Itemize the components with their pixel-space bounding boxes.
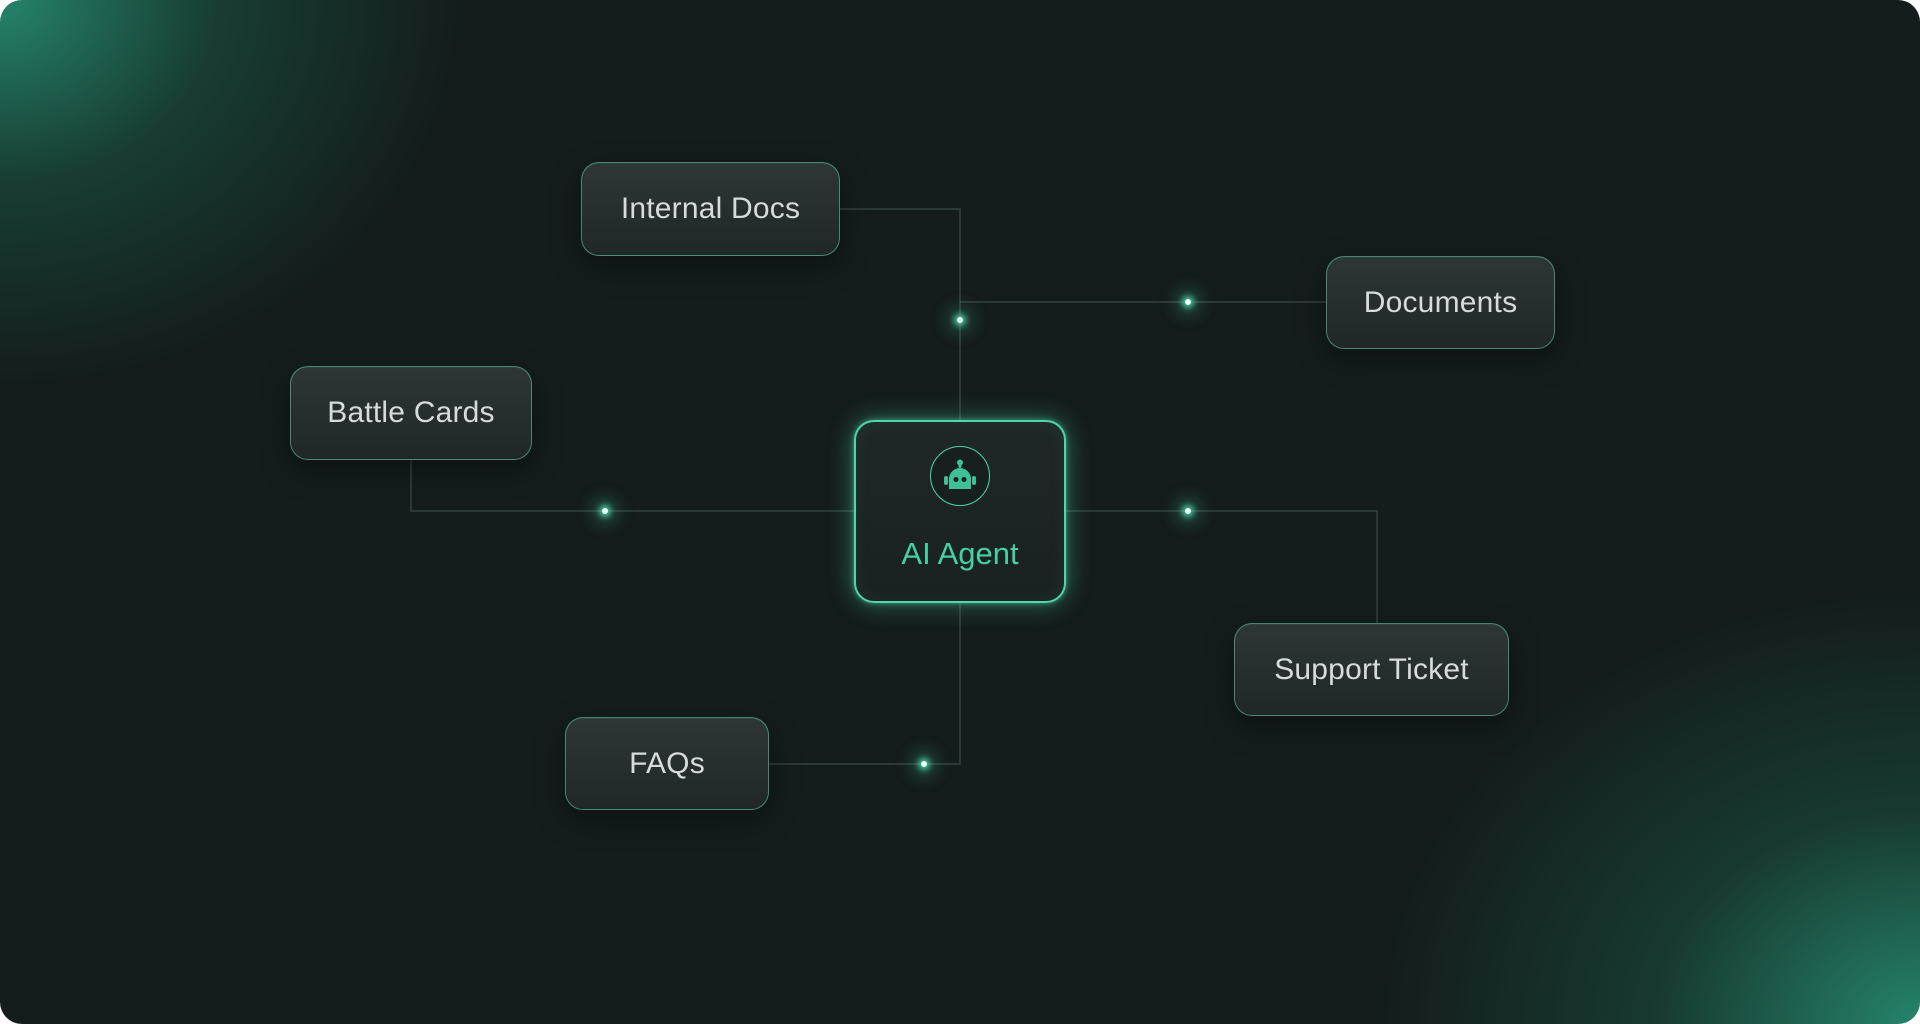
node-label: Battle Cards	[327, 396, 495, 429]
signal-dot	[602, 508, 608, 514]
node-label: Documents	[1363, 285, 1518, 319]
ai-agent-label: AI Agent	[901, 536, 1019, 571]
node-faqs: FAQs	[565, 717, 769, 810]
signal-dot	[957, 317, 963, 323]
signal-dot	[1185, 299, 1191, 305]
node-label: Support Ticket	[1274, 652, 1469, 686]
node-label: Internal Docs	[620, 192, 801, 225]
node-support-ticket: Support Ticket	[1234, 623, 1509, 716]
signal-dot	[1185, 508, 1191, 514]
connector-faqs	[768, 603, 961, 765]
connector-battle-cards	[410, 460, 854, 512]
signal-dot	[921, 761, 927, 767]
connector-internal-docs	[840, 208, 961, 420]
robot-icon-badge	[930, 446, 990, 506]
node-battle-cards: Battle Cards	[290, 366, 532, 460]
robot-icon	[944, 459, 976, 489]
connector-support-ticket	[1066, 510, 1378, 623]
ai-agent-node: AI Agent	[854, 420, 1066, 603]
node-label: FAQs	[629, 746, 705, 780]
node-documents: Documents	[1326, 256, 1555, 349]
node-internal-docs: Internal Docs	[581, 162, 840, 256]
